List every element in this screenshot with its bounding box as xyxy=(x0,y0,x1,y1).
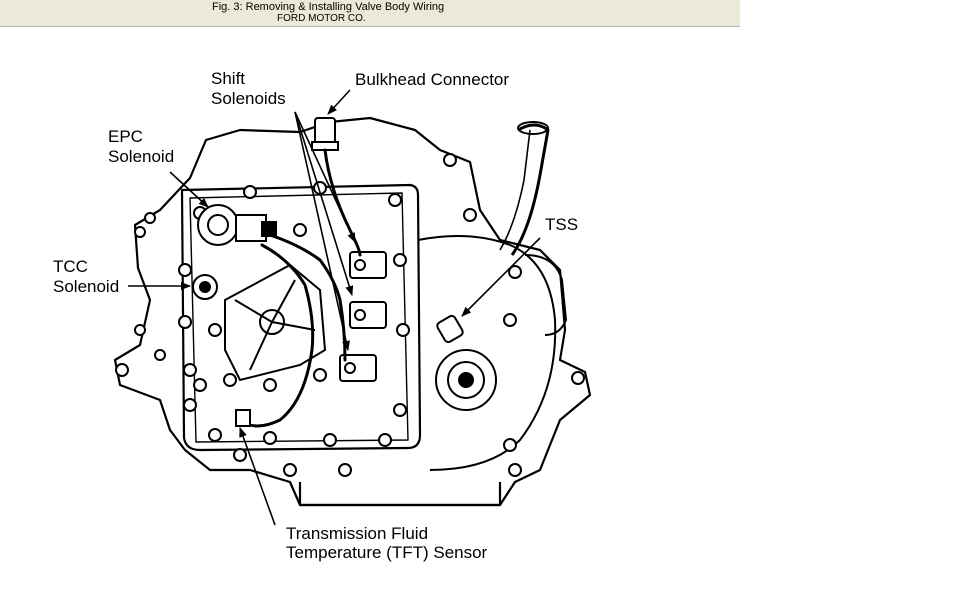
tcc-solenoid-part xyxy=(192,274,218,300)
tcc-solenoid-label-2: Solenoid xyxy=(53,277,119,296)
shift-solenoids-label-1: Shift xyxy=(211,69,245,88)
epc-solenoid-part xyxy=(197,204,277,246)
tss-label: TSS xyxy=(545,215,578,234)
epc-solenoid-label-1: EPC xyxy=(108,127,143,146)
bulkhead-connector-part xyxy=(311,117,339,151)
shift-solenoids-part xyxy=(339,251,387,382)
caption-bar: Fig. 3: Removing & Installing Valve Body… xyxy=(0,0,740,27)
leader-lines xyxy=(128,89,541,526)
tss-part xyxy=(436,314,464,344)
tft-sensor-label-1: Transmission Fluid xyxy=(286,524,428,543)
shift-solenoids-label-2: Solenoids xyxy=(211,89,286,108)
transmission-case xyxy=(113,116,592,507)
epc-solenoid-label-2: Solenoid xyxy=(108,147,174,166)
output-hub xyxy=(435,349,497,411)
wiring-harness xyxy=(238,148,362,428)
tft-sensor-part xyxy=(235,409,251,427)
figure-source: FORD MOTOR CO. xyxy=(277,13,366,24)
case-bolts xyxy=(115,153,585,477)
figure-caption: Fig. 3: Removing & Installing Valve Body… xyxy=(212,1,445,13)
tft-sensor-label-2: Temperature (TFT) Sensor xyxy=(286,543,488,562)
tcc-solenoid-label-1: TCC xyxy=(53,257,88,276)
bulkhead-connector-label: Bulkhead Connector xyxy=(355,70,509,89)
